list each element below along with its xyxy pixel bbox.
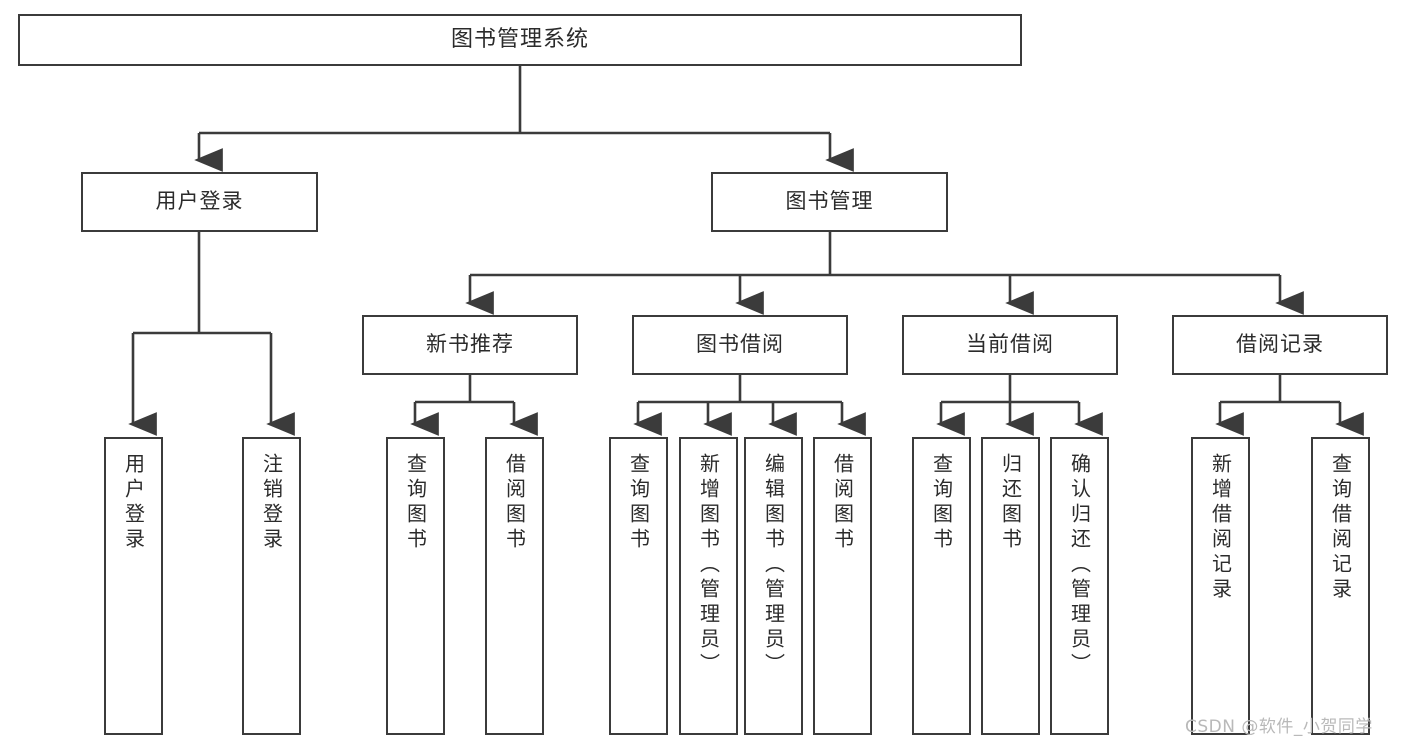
- node-current-borrow-label: 当前借阅: [966, 332, 1054, 357]
- node-borrow-record[interactable]: 借阅记录: [1172, 315, 1388, 375]
- leaf-new-book-1[interactable]: 借阅图书: [485, 437, 544, 735]
- leaf-label: 新增借阅记录: [1208, 453, 1233, 603]
- leaf-book-borrow-2[interactable]: 编辑图书（管理员）: [744, 437, 803, 735]
- node-new-book-recommend-label: 新书推荐: [426, 332, 514, 357]
- node-user-login[interactable]: 用户登录: [81, 172, 318, 232]
- leaf-user-login-1[interactable]: 注销登录: [242, 437, 301, 735]
- node-current-borrow[interactable]: 当前借阅: [902, 315, 1118, 375]
- leaf-user-login-0[interactable]: 用户登录: [104, 437, 163, 735]
- leaf-borrow-record-1[interactable]: 查询借阅记录: [1311, 437, 1370, 735]
- leaf-current-borrow-2[interactable]: 确认归还（管理员）: [1050, 437, 1109, 735]
- node-book-management[interactable]: 图书管理: [711, 172, 948, 232]
- node-book-borrow[interactable]: 图书借阅: [632, 315, 848, 375]
- leaf-current-borrow-1[interactable]: 归还图书: [981, 437, 1040, 735]
- leaf-borrow-record-0[interactable]: 新增借阅记录: [1191, 437, 1250, 735]
- leaf-new-book-0[interactable]: 查询图书: [386, 437, 445, 735]
- node-root-system[interactable]: 图书管理系统: [18, 14, 1022, 66]
- leaf-label: 确认归还（管理员）: [1067, 453, 1092, 678]
- leaf-label: 注销登录: [259, 453, 284, 553]
- leaf-label: 借阅图书: [830, 453, 855, 553]
- node-new-book-recommend[interactable]: 新书推荐: [362, 315, 578, 375]
- leaf-label: 归还图书: [998, 453, 1023, 553]
- leaf-label: 查询图书: [403, 453, 428, 553]
- leaf-label: 查询借阅记录: [1328, 453, 1353, 603]
- csdn-watermark: CSDN @软件_小贺同学: [1185, 717, 1373, 737]
- leaf-label: 查询图书: [929, 453, 954, 553]
- leaf-label: 新增图书（管理员）: [696, 453, 721, 678]
- leaf-book-borrow-1[interactable]: 新增图书（管理员）: [679, 437, 738, 735]
- leaf-book-borrow-3[interactable]: 借阅图书: [813, 437, 872, 735]
- leaf-book-borrow-0[interactable]: 查询图书: [609, 437, 668, 735]
- leaf-current-borrow-0[interactable]: 查询图书: [912, 437, 971, 735]
- leaf-label: 编辑图书（管理员）: [761, 453, 786, 678]
- node-borrow-record-label: 借阅记录: [1236, 332, 1324, 357]
- node-book-management-label: 图书管理: [785, 189, 874, 214]
- leaf-label: 查询图书: [626, 453, 651, 553]
- node-root-label: 图书管理系统: [450, 26, 589, 52]
- leaf-label: 借阅图书: [502, 453, 527, 553]
- node-book-borrow-label: 图书借阅: [696, 332, 784, 357]
- leaf-label: 用户登录: [121, 453, 146, 553]
- node-user-login-label: 用户登录: [155, 189, 244, 214]
